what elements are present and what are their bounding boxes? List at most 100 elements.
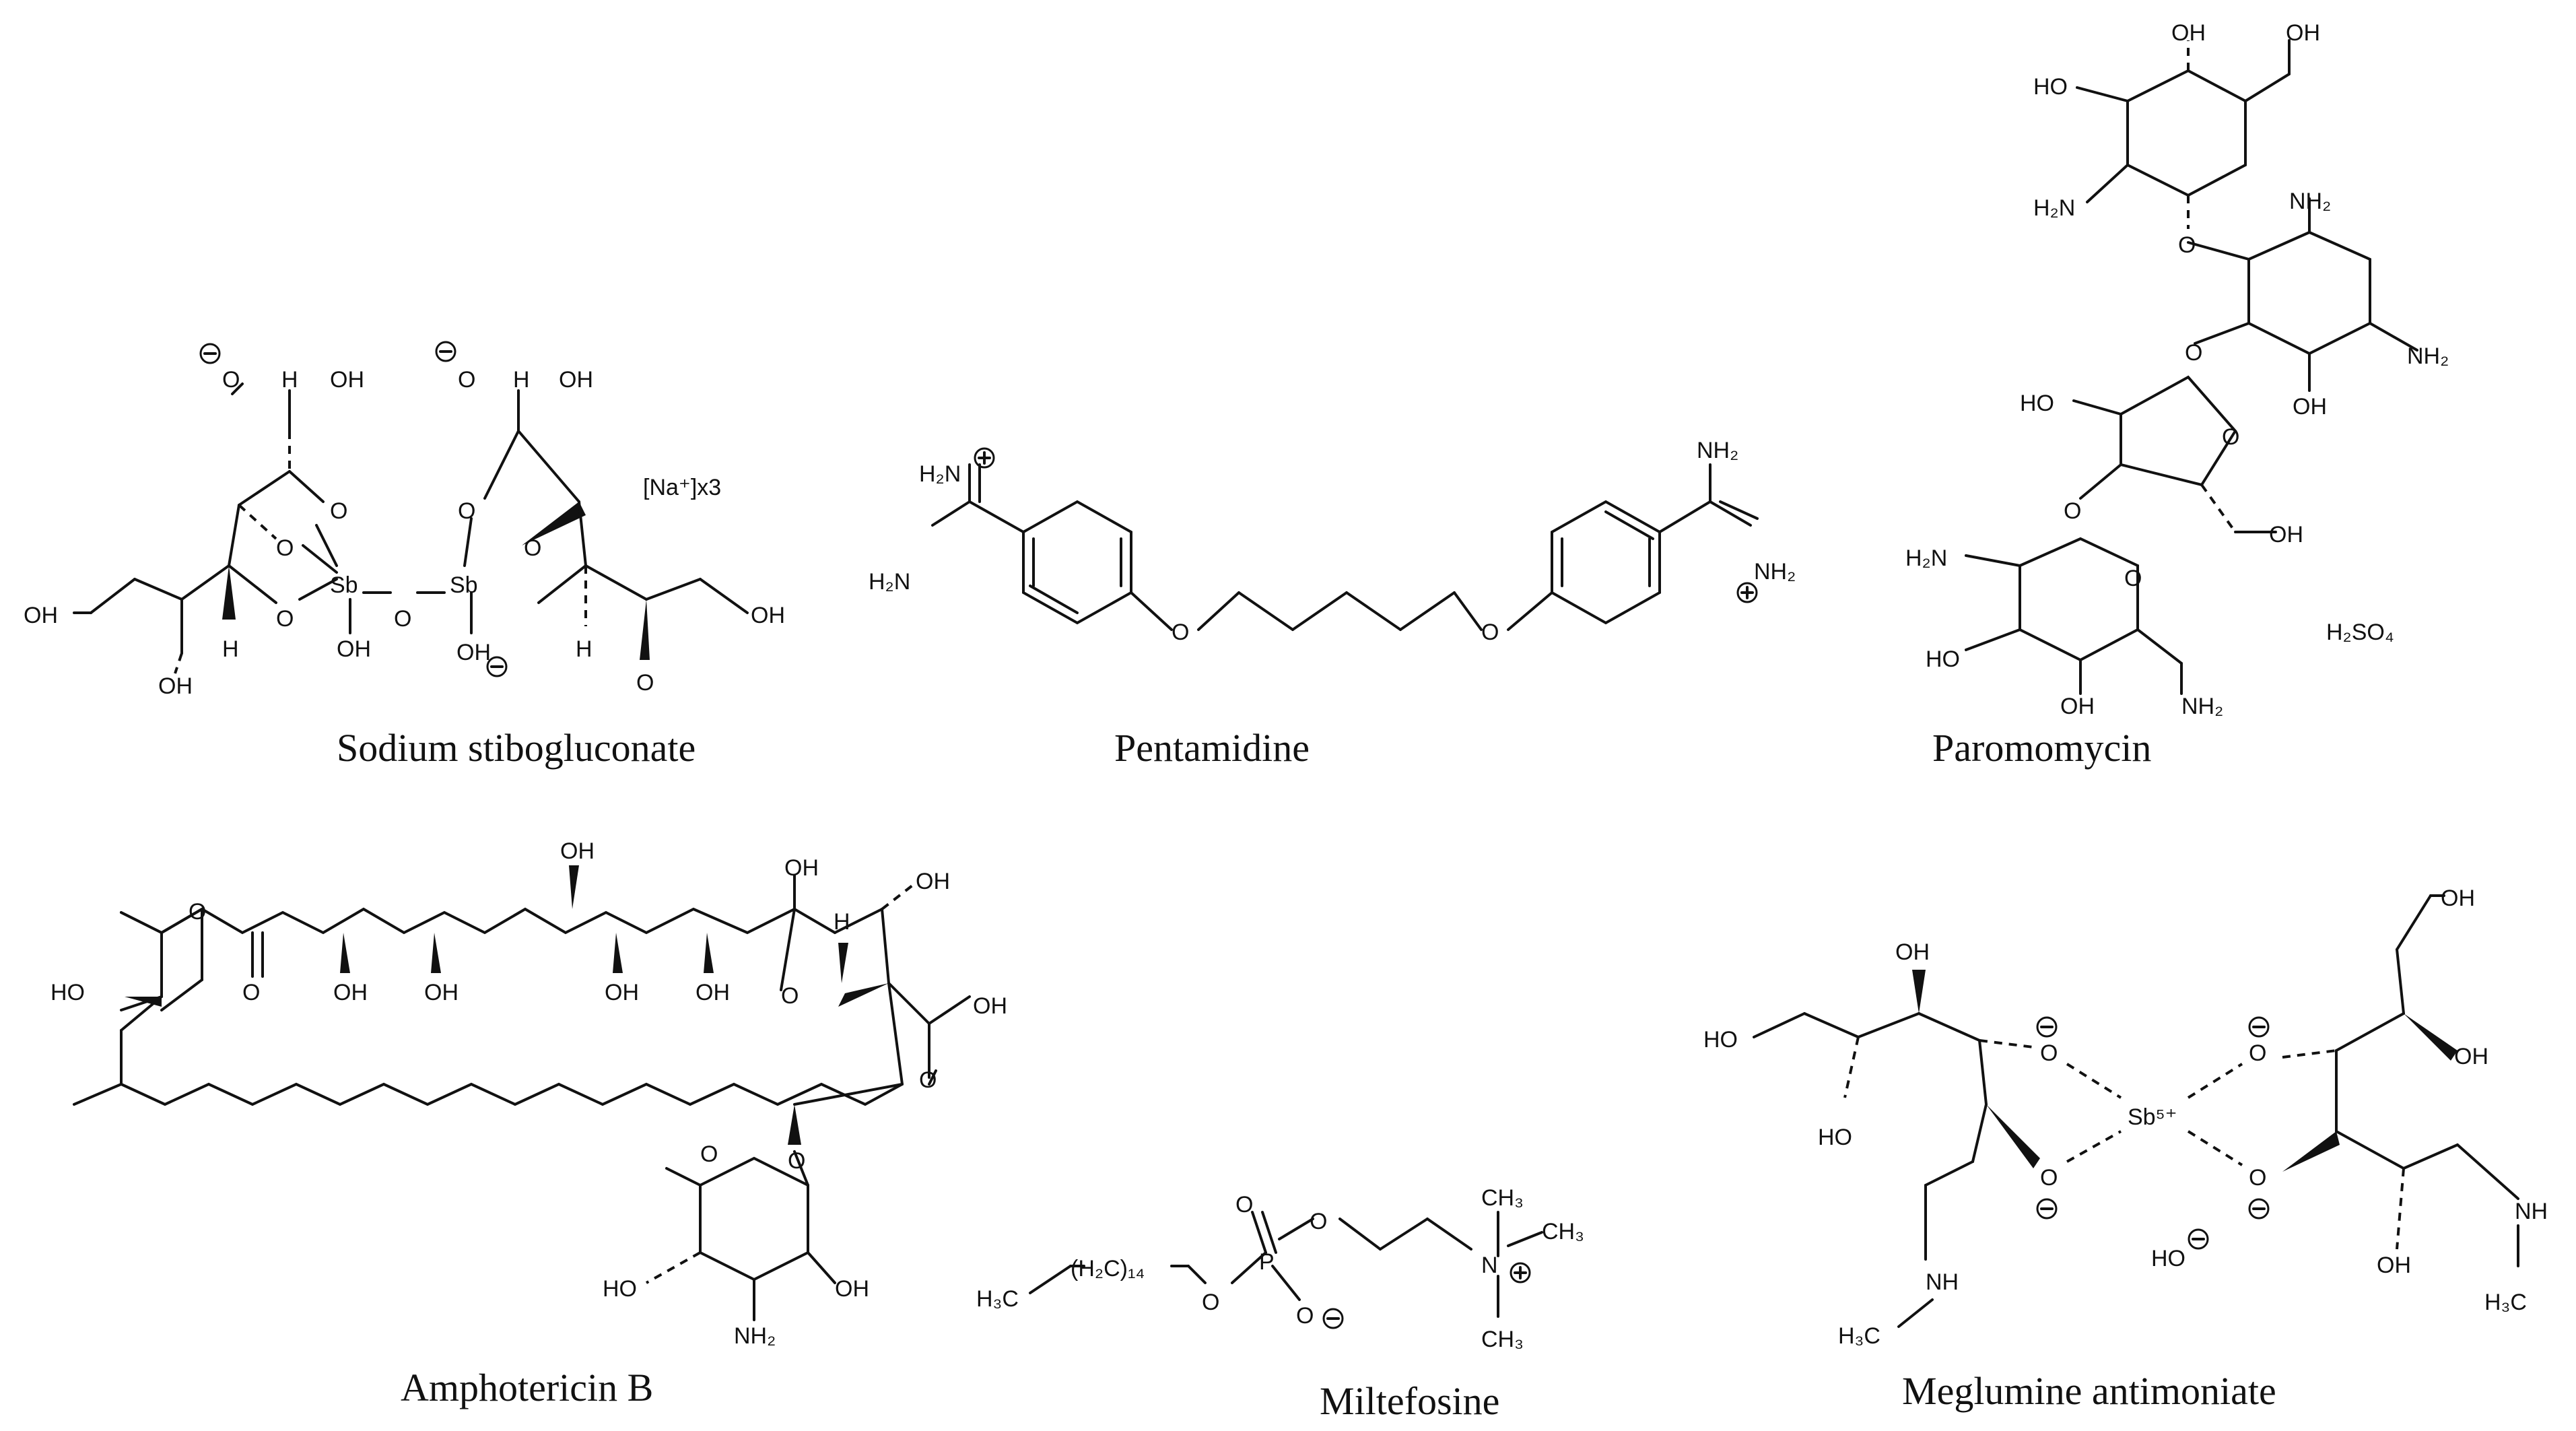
atom-label: Sb <box>450 572 478 598</box>
atom-label: O <box>222 367 240 393</box>
atom-label: O <box>2040 1040 2058 1066</box>
atom-label: OH <box>559 367 593 393</box>
atom-label: O <box>1481 620 1499 645</box>
atom-label: O <box>276 606 294 632</box>
atom-label: N <box>1481 1253 1498 1278</box>
atom-label: OH <box>1895 939 1930 965</box>
atom-label: OH <box>158 673 193 699</box>
atom-label: OH <box>2377 1253 2411 1278</box>
atom-label: NH <box>2515 1199 2548 1224</box>
atom-label: HO <box>1703 1027 1738 1053</box>
atom-label: O <box>1296 1303 1314 1329</box>
atom-label: H₂N <box>2033 195 2075 221</box>
atom-label: OH <box>751 603 785 628</box>
atom-label: CH₃ <box>1481 1185 1524 1211</box>
atom-label: OH <box>2293 394 2327 420</box>
compound-name: Paromomycin <box>1932 726 2151 770</box>
atom-label: H <box>576 636 592 662</box>
atom-label: OH <box>973 993 1007 1019</box>
atom-label: H₂N <box>869 569 910 595</box>
atom-label: OH <box>696 980 730 1005</box>
atom-label: HO <box>1926 646 1960 672</box>
atom-label: H₂N <box>919 461 961 487</box>
counterion: [Na⁺]x3 <box>643 475 721 500</box>
atom-label: O <box>2124 566 2142 591</box>
atom-label: OH <box>916 869 950 894</box>
atom-label: OH <box>560 838 595 864</box>
atom-label: O <box>1202 1290 1219 1315</box>
atom-label: OH <box>2441 886 2475 911</box>
atom-label: OH <box>784 855 819 881</box>
atom-label: OH <box>2286 20 2320 46</box>
atom-label: O <box>2222 424 2239 450</box>
compound-name: Miltefosine <box>1320 1379 1499 1423</box>
atom-label: HO <box>50 980 85 1005</box>
atom-label: Sb⁵⁺ <box>2128 1104 2177 1130</box>
atom-label: O <box>2040 1165 2058 1191</box>
atom-label: O <box>781 983 799 1009</box>
atom-label: OH <box>835 1276 869 1302</box>
atom-label: NH₂ <box>1697 438 1738 463</box>
atom-label: OH <box>2060 694 2095 719</box>
atom-label: NH₂ <box>2289 189 2331 214</box>
atom-label: (H₂C)₁₄ <box>1071 1256 1145 1282</box>
atom-label: O <box>458 367 475 393</box>
atom-label: OH <box>24 603 58 628</box>
atom-label: O <box>458 498 475 524</box>
atom-label: O <box>394 606 411 632</box>
atom-label: H₃C <box>1838 1323 1880 1349</box>
structure-pentamidine: H₂N H₂N O O NH₂ NH₂ Pentamidine <box>869 438 1796 770</box>
atom-label: O <box>330 498 347 524</box>
atom-label: OH <box>2171 20 2206 46</box>
atom-label: HO <box>1818 1125 1852 1150</box>
salt-label: H₂SO₄ <box>2326 620 2394 645</box>
atom-label: NH₂ <box>2181 694 2223 719</box>
atom-label: H₃C <box>976 1286 1019 1312</box>
atom-label: O <box>276 535 294 561</box>
atom-label: OH <box>333 980 368 1005</box>
structure-paromomycin: HO OH OH H₂N O NH₂ O NH₂ OH HO O O OH H₂… <box>1905 20 2449 770</box>
compound-name: Sodium stibogluconate <box>337 726 696 770</box>
atom-label: OH <box>337 636 371 662</box>
atom-label: NH₂ <box>734 1323 776 1349</box>
atom-label: O <box>1235 1192 1253 1218</box>
atom-label: O <box>700 1141 718 1167</box>
atom-label: O <box>2185 340 2202 366</box>
structure-sodium-stibogluconate: O H OH O H OH O O Sb O Sb O O OH H OH OH… <box>24 341 785 770</box>
atom-label: OH <box>2269 522 2303 547</box>
atom-label: HO <box>2033 74 2068 100</box>
atom-label: P <box>1259 1249 1275 1275</box>
atom-label: OH <box>456 640 491 665</box>
atom-label: CH₃ <box>1542 1219 1584 1244</box>
atom-label: O <box>2064 498 2081 524</box>
atom-label: OH <box>330 367 364 393</box>
atom-label: H <box>834 909 850 935</box>
atom-label: HO <box>2020 391 2054 416</box>
atom-label: H₃C <box>2484 1290 2527 1315</box>
compound-name: Pentamidine <box>1114 726 1310 770</box>
atom-label: OH <box>424 980 459 1005</box>
atom-label: H <box>222 636 239 662</box>
atom-label: O <box>524 535 541 561</box>
structure-amphotericin-b: O O OH OH OH OH OH OH OH HO O H OH O O O… <box>50 838 1007 1409</box>
atom-label: O <box>1310 1209 1327 1234</box>
atom-label: Sb <box>330 572 358 598</box>
structure-miltefosine: H₃C (H₂C)₁₄ O P O O O N CH₃ CH₃ CH₃ Milt… <box>976 1185 1584 1423</box>
structure-meglumine-antimoniate: HO OH HO O O Sb⁵⁺ O O OH OH OH NH H₃C HO… <box>1703 886 2548 1413</box>
atom-label: O <box>919 1067 937 1093</box>
atom-label: O <box>242 980 260 1005</box>
atom-label: NH <box>1926 1269 1959 1295</box>
atom-label: O <box>2249 1165 2266 1191</box>
atom-label: H <box>281 367 298 393</box>
atom-label: O <box>636 670 654 696</box>
atom-label: H₂N <box>1905 545 1947 571</box>
atom-label: O <box>1172 620 1189 645</box>
atom-label: H <box>513 367 530 393</box>
atom-label: CH₃ <box>1481 1327 1524 1352</box>
atom-label: O <box>2249 1040 2266 1066</box>
atom-label: OH <box>605 980 639 1005</box>
atom-label: HO <box>2151 1246 2185 1271</box>
atom-label: NH₂ <box>2407 343 2449 369</box>
